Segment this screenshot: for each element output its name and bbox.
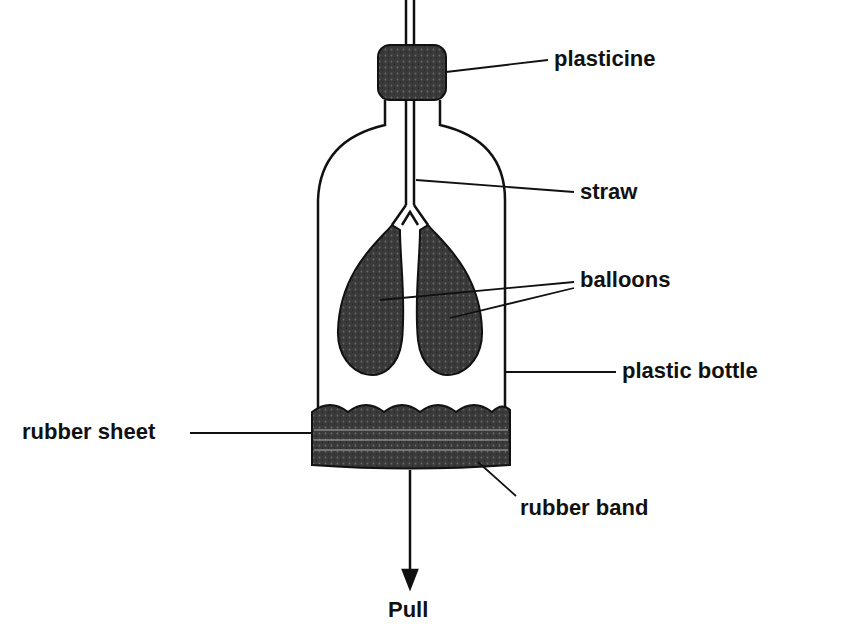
straw (392, 0, 428, 225)
pull-arrow (403, 470, 417, 588)
part-label: straw (580, 180, 637, 204)
balloons (338, 225, 482, 375)
action-label: Pull (388, 598, 428, 622)
part-label: plasticine (554, 47, 655, 71)
part-label: rubber band (520, 496, 648, 520)
part-label: rubber sheet (22, 420, 155, 444)
part-label: plastic bottle (622, 359, 758, 383)
leader-lines (190, 60, 616, 496)
rubber-band (314, 430, 508, 450)
part-label: balloons (580, 268, 670, 292)
rubber-sheet (312, 405, 510, 469)
plastic-bottle (318, 100, 505, 410)
plasticine (378, 45, 446, 100)
